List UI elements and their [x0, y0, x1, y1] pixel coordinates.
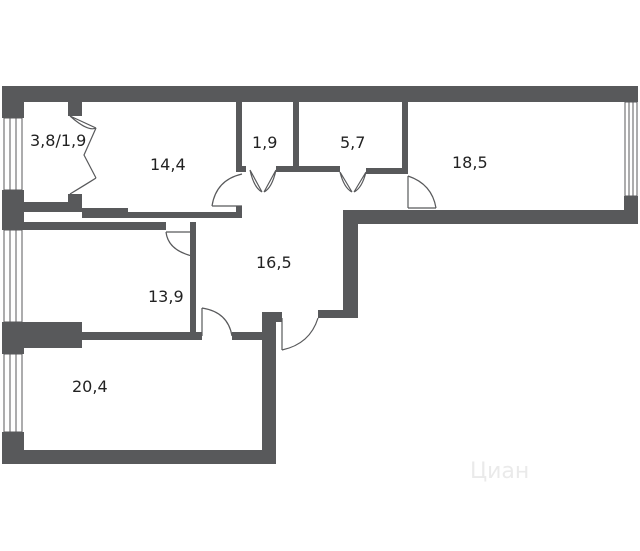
window-left-bottom [3, 353, 23, 433]
door-bathroom [249, 169, 277, 193]
doors [69, 115, 437, 351]
label-room-bottom-left: 20,4 [72, 377, 108, 396]
window-right [624, 101, 638, 197]
outer-walls [2, 86, 638, 464]
label-bathroom: 1,9 [252, 133, 277, 152]
label-storage: 5,7 [340, 133, 365, 152]
window-left-top [3, 117, 23, 191]
label-hall: 16,5 [256, 253, 292, 272]
door-room-top-right [407, 175, 437, 209]
interior-walls [22, 102, 408, 348]
label-room-middle-left: 13,9 [148, 287, 184, 306]
door-entrance [281, 317, 319, 351]
window-left-middle [3, 229, 23, 323]
label-room-top-left: 14,4 [150, 155, 186, 174]
room-labels: 3,8/1,9 14,4 1,9 5,7 18,5 16,5 13,9 20,4 [30, 131, 488, 396]
watermark-text: Циан [470, 459, 529, 484]
door-loggia [69, 115, 97, 195]
label-loggia-small: 3,8/1,9 [30, 131, 86, 150]
label-room-top-right: 18,5 [452, 153, 488, 172]
door-room-bottom-left [201, 307, 233, 337]
door-room-top-left [211, 173, 243, 207]
windows [3, 101, 638, 433]
door-room-middle-left [165, 231, 193, 257]
door-storage [339, 171, 367, 193]
